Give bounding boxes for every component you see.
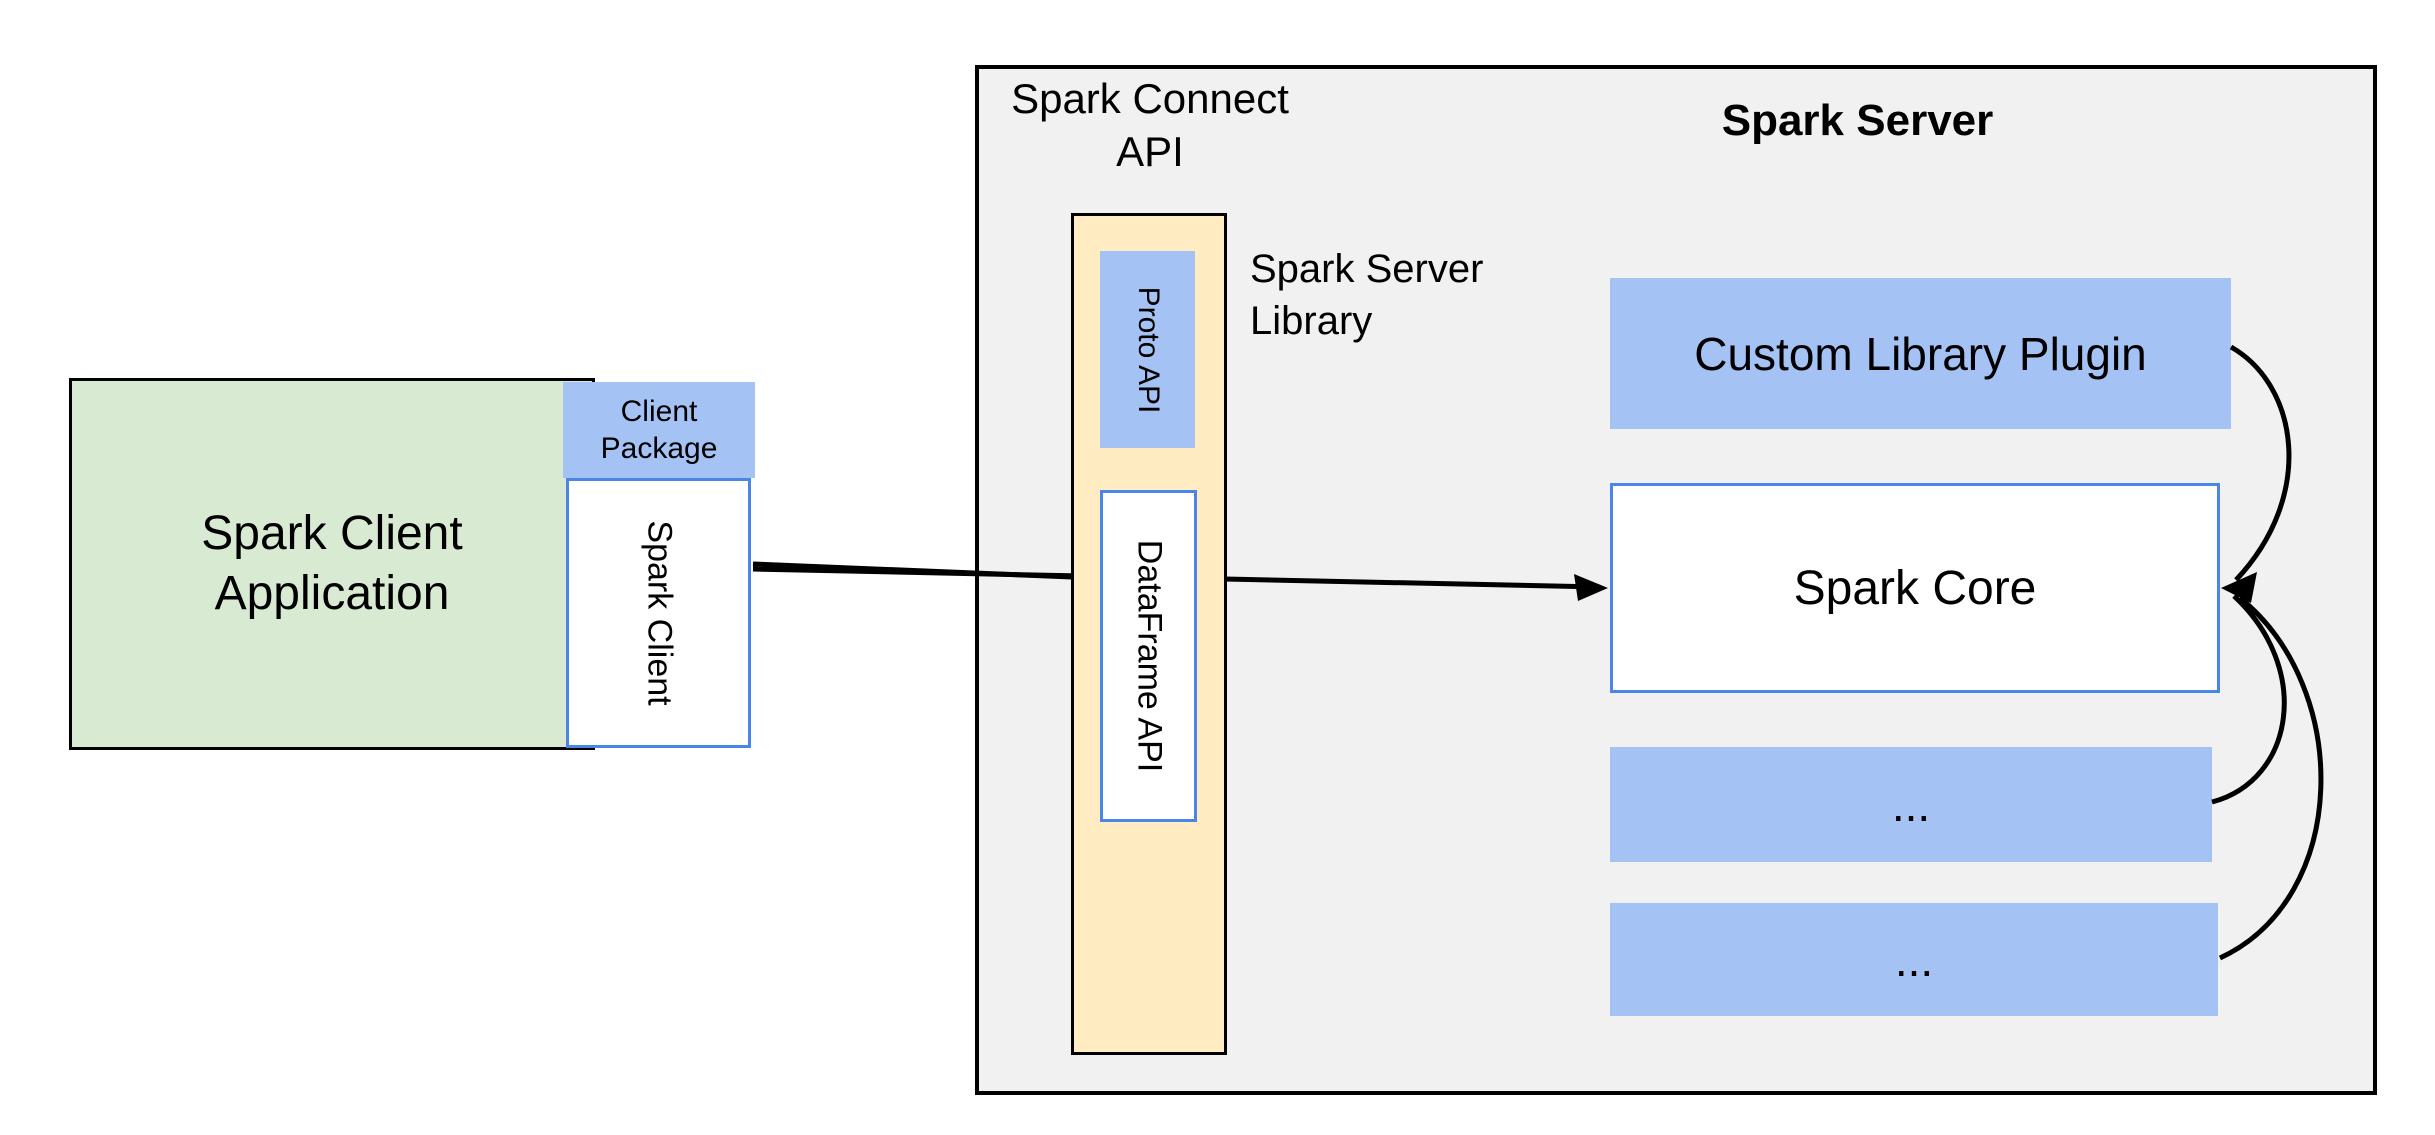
spark-core-box: Spark Core	[1610, 483, 2220, 693]
dataframe-api-label: DataFrame API	[1130, 539, 1168, 773]
custom-library-plugin-box: Custom Library Plugin	[1610, 278, 2231, 429]
spark-client-box: Spark Client	[566, 478, 751, 748]
proto-api-box: Proto API	[1100, 251, 1195, 448]
spark-core-label: Spark Core	[1793, 561, 2037, 615]
spark-client-application-box: Spark Client Application	[69, 378, 595, 750]
more-components-label-1: ...	[1891, 778, 1931, 831]
more-components-label-2: ...	[1894, 933, 1934, 986]
spark-server-title: Spark Server	[1721, 96, 1994, 145]
spark-connect-api-title: Spark Connect API	[1011, 75, 1289, 175]
client-package-label: Client Package	[600, 395, 718, 465]
proto-api-label: Proto API	[1131, 286, 1165, 413]
custom-library-plugin-label: Custom Library Plugin	[1694, 327, 2147, 380]
spark-server-library-label: Spark Server Library	[1250, 247, 1484, 343]
client-package-box: Client Package	[563, 382, 755, 478]
dataframe-api-box: DataFrame API	[1100, 490, 1197, 822]
more-components-box-1: ...	[1610, 747, 2212, 862]
more-components-box-2: ...	[1610, 903, 2218, 1016]
spark-client-label: Spark Client	[640, 520, 678, 706]
spark-client-application-label: Spark Client Application	[201, 507, 463, 620]
